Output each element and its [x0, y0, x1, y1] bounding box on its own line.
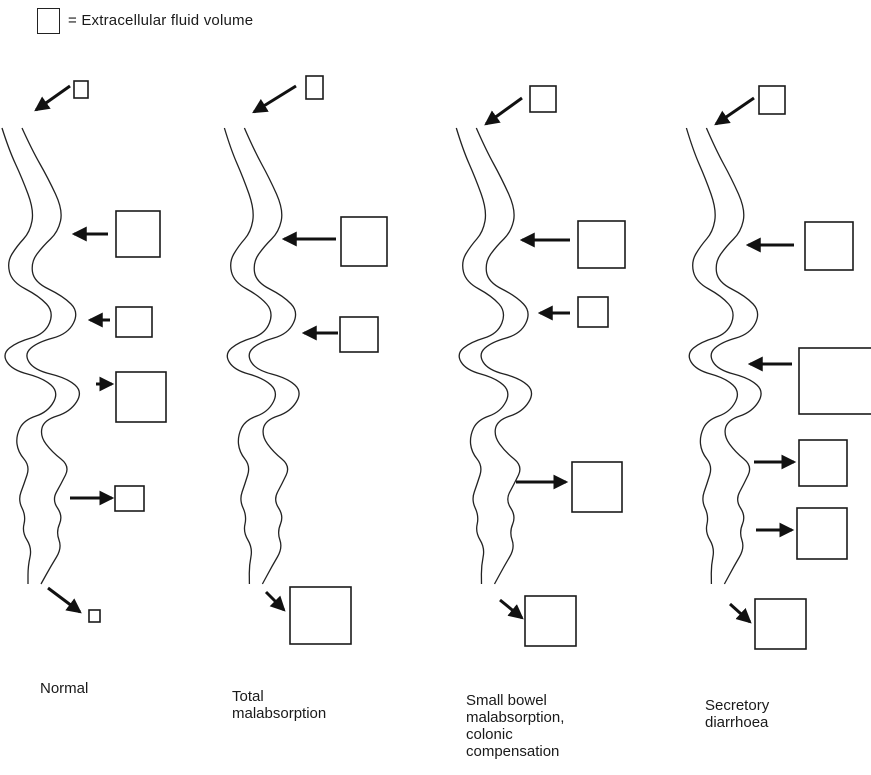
fluid-volume-square-icon — [73, 80, 89, 99]
gut-outline-left — [223, 127, 277, 585]
fluid-volume-square-icon — [305, 75, 324, 100]
fluid-volume-square-icon — [339, 316, 379, 353]
fluid-volume-square-icon — [115, 210, 161, 258]
fluid-volume-square-icon — [754, 598, 807, 650]
legend-label: = Extracellular fluid volume — [68, 12, 254, 29]
panel-label-small-bowel-malabsorption: Small bowel malabsorption, colonic compe… — [466, 692, 565, 760]
fluid-volume-square-icon — [115, 306, 153, 338]
fluid-volume-square-icon — [804, 221, 854, 271]
panel-label-normal: Normal — [40, 680, 89, 697]
gut-outline-left — [455, 127, 509, 585]
arrow-icon — [264, 590, 286, 612]
arrow-icon — [47, 586, 82, 614]
fluid-volume-square-icon — [577, 220, 626, 269]
gut-outline-left — [1, 127, 57, 584]
fluid-volume-square-icon — [340, 216, 388, 267]
gut-outline-right — [475, 127, 533, 585]
fluid-volume-square-icon — [88, 609, 101, 623]
gut-outline-right — [705, 127, 762, 585]
fluid-volume-square-icon — [577, 296, 609, 328]
arrow-icon — [499, 598, 524, 620]
fluid-volume-square-icon — [798, 347, 871, 415]
gut-outline-right — [21, 127, 81, 585]
fluid-volume-square-icon — [529, 85, 557, 113]
arrow-icon — [714, 96, 755, 126]
panel-label-secretory-diarrhoea: Secretory diarrhoea — [705, 697, 770, 731]
arrow-icon — [728, 602, 752, 624]
legend-square-icon — [37, 8, 60, 34]
fluid-volume-square-icon — [524, 595, 577, 647]
gut-outline-right — [243, 127, 300, 585]
arrow-icon — [252, 84, 297, 114]
fluid-volume-square-icon — [571, 461, 623, 513]
gut-outline-left — [685, 127, 739, 585]
fluid-volume-square-icon — [796, 507, 848, 560]
fluid-volume-square-icon — [289, 586, 352, 645]
fluid-volume-square-icon — [798, 439, 848, 487]
arrow-icon — [484, 96, 523, 126]
fluid-volume-square-icon — [758, 85, 786, 115]
fluid-volume-square-icon — [114, 485, 145, 512]
arrow-icon — [34, 84, 71, 112]
fluid-volume-square-icon — [115, 371, 167, 423]
panel-label-total-malabsorption: Total malabsorption — [232, 688, 327, 722]
